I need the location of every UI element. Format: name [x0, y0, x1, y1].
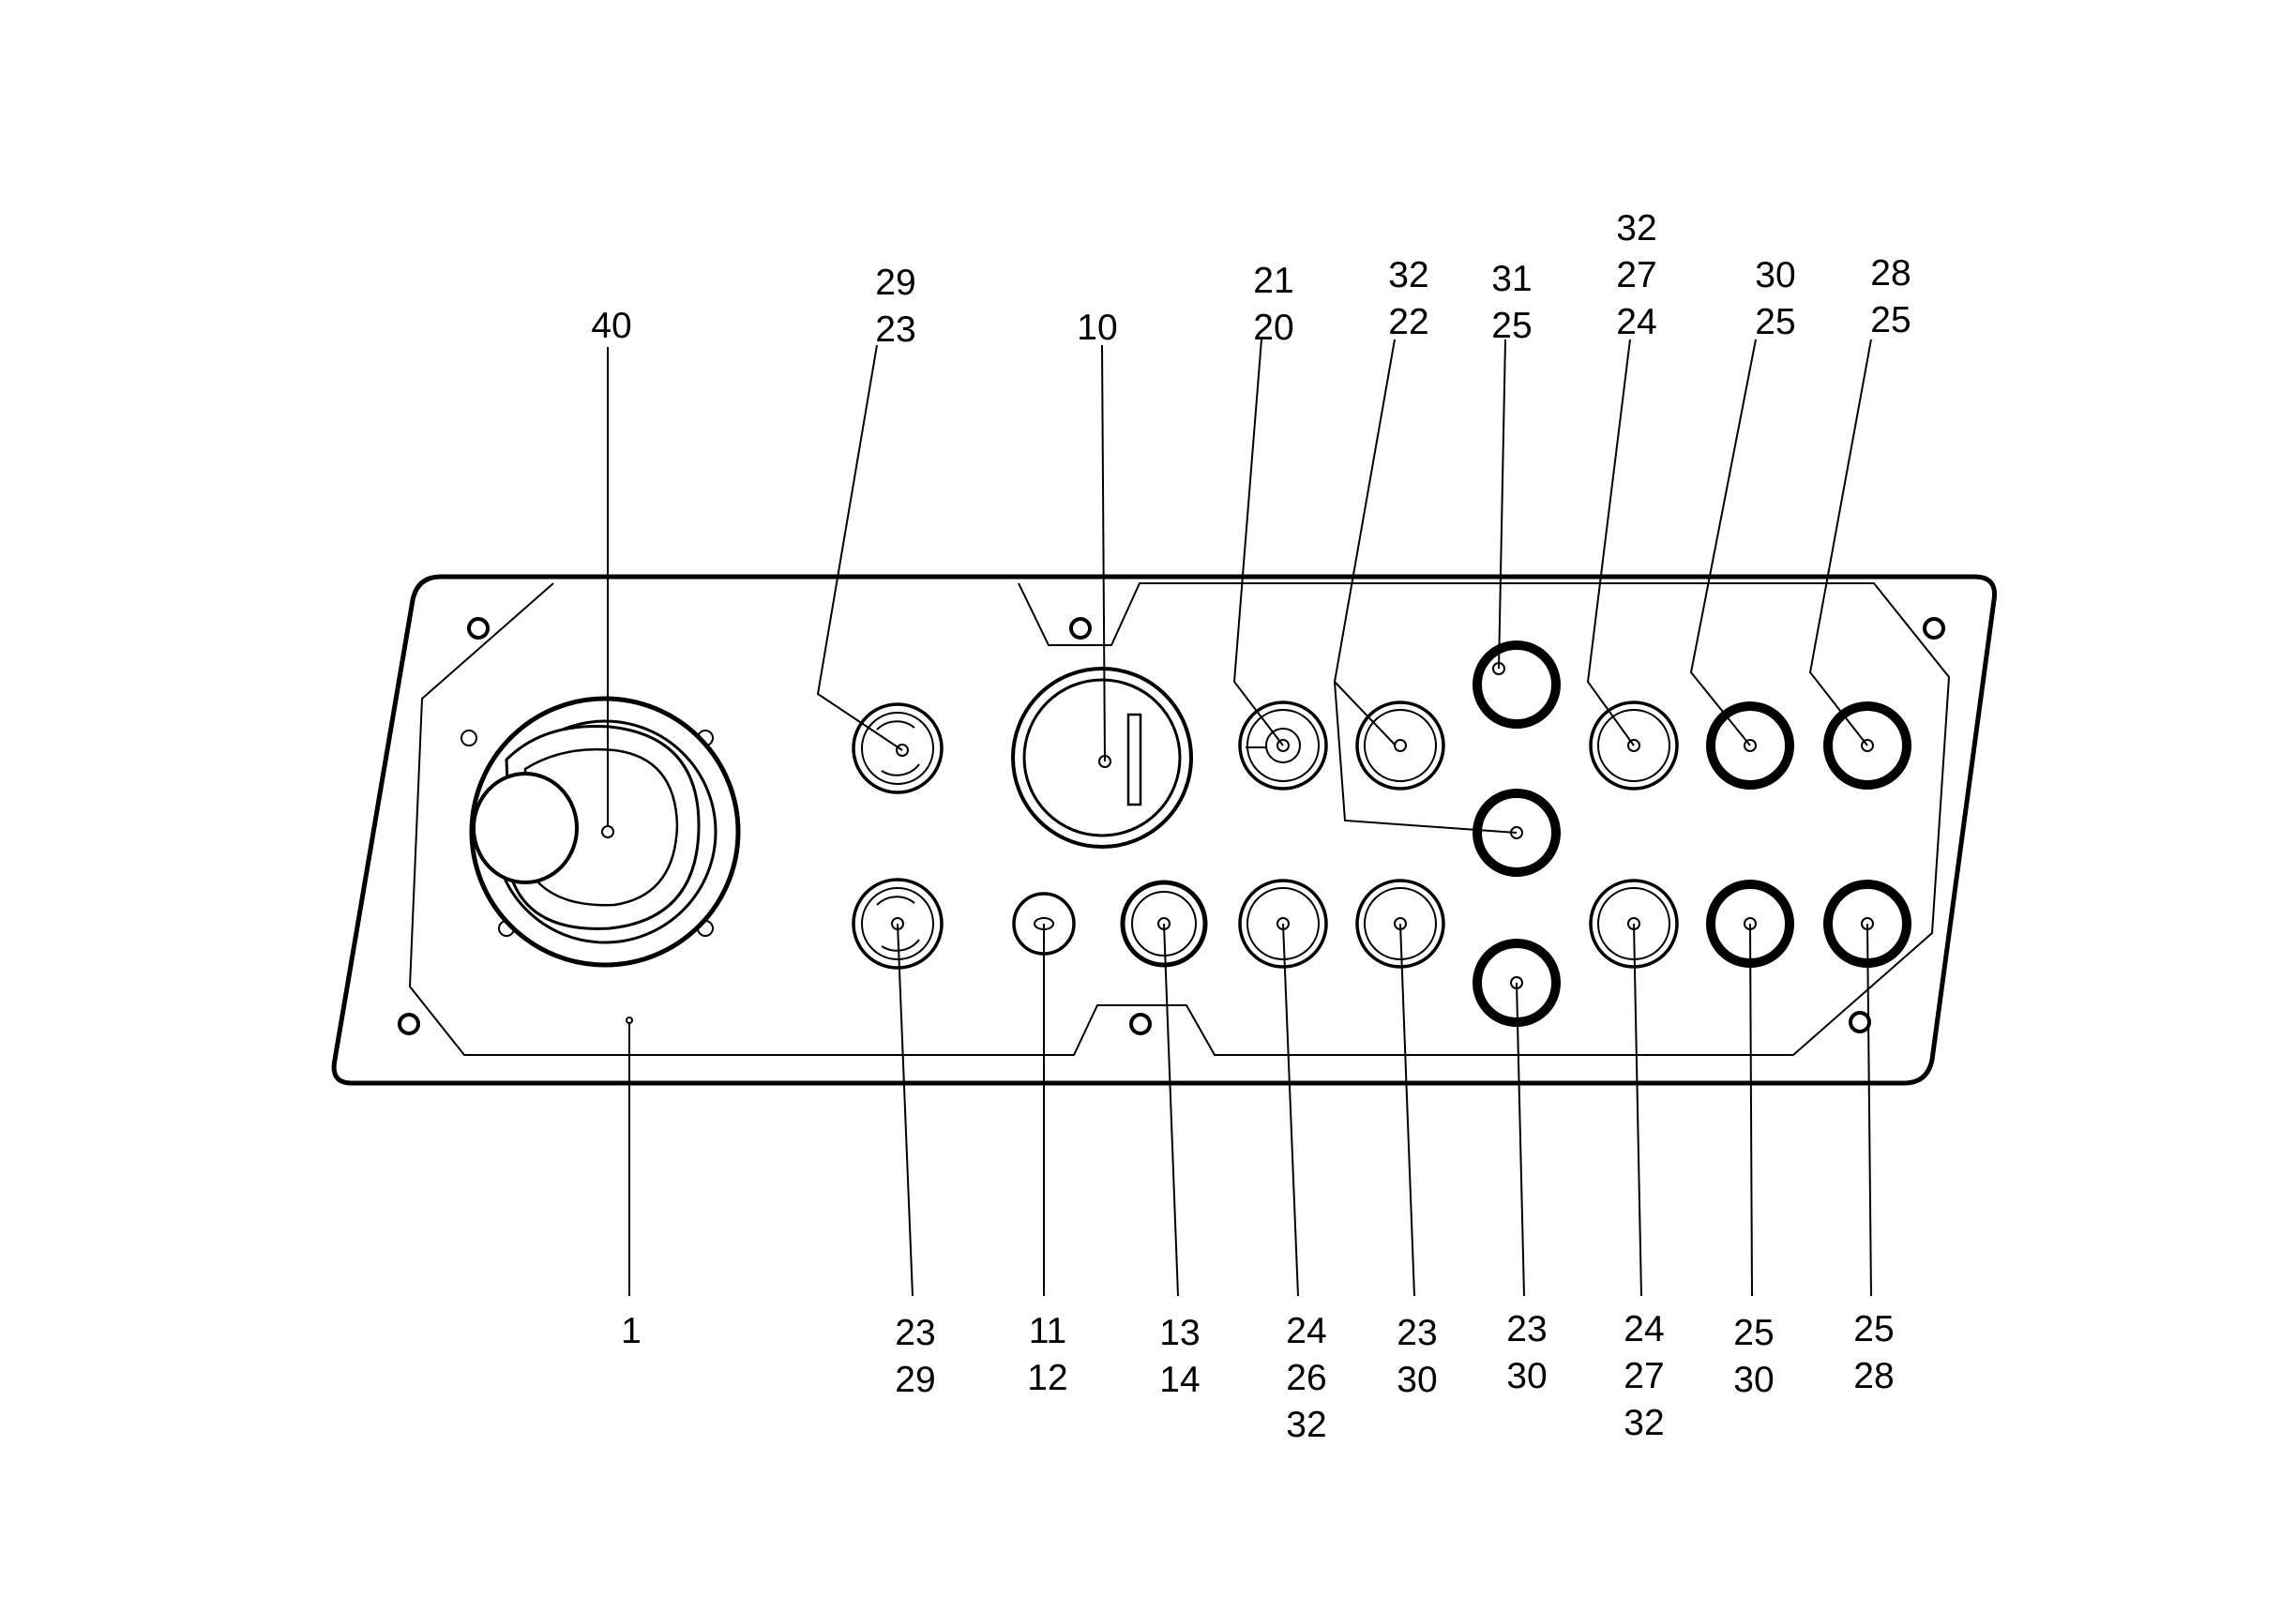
- callout-bottom-left-knob-2: 29: [895, 1360, 935, 1400]
- leader-lines: [607, 339, 1872, 1297]
- callout-top-knob-e-2: 25: [1870, 300, 1911, 340]
- callout-bottom-knob-thick-2: 30: [1506, 1356, 1547, 1396]
- callout-small-button-2: 12: [1027, 1358, 1067, 1398]
- callout-bottom-knob-d-2: 30: [1733, 1360, 1774, 1400]
- callout-button-13-1: 13: [1159, 1313, 1200, 1353]
- callout-top-knob-thick-2: 25: [1491, 306, 1532, 346]
- callout-button-13-2: 14: [1159, 1360, 1200, 1400]
- callout-top-knob-e-1: 28: [1870, 253, 1911, 294]
- callout-joystick: 40: [591, 306, 631, 346]
- callout-base-panel: 1: [621, 1311, 642, 1351]
- callout-top-knob-a-1: 21: [1253, 261, 1293, 301]
- mounting-hole: [398, 1013, 420, 1035]
- knob-thick-top-31-25: [1473, 640, 1561, 729]
- callout-bottom-knob-c-3: 32: [1624, 1403, 1664, 1443]
- callout-top-knob-c-3: 24: [1616, 302, 1656, 342]
- callout-bottom-knob-a-1: 24: [1286, 1311, 1326, 1351]
- callout-top-knob-thick-1: 31: [1491, 259, 1532, 299]
- mounting-hole: [1129, 1013, 1152, 1035]
- callout-bottom-left-knob-1: 23: [895, 1313, 935, 1353]
- callout-bottom-knob-e-1: 25: [1853, 1309, 1894, 1349]
- callout-bottom-knob-b-2: 30: [1397, 1360, 1437, 1400]
- callout-top-knob-d-1: 30: [1755, 255, 1795, 295]
- joystick: [461, 696, 741, 968]
- selector-knob-top-left: [852, 702, 944, 794]
- callout-bottom-knob-e-2: 28: [1853, 1356, 1894, 1396]
- key-switch: [1011, 667, 1193, 849]
- callout-bottom-knob-c-1: 24: [1624, 1309, 1664, 1349]
- callout-small-button-1: 11: [1029, 1311, 1067, 1351]
- callout-top-left-knob-1: 29: [875, 263, 915, 303]
- mounting-hole: [467, 617, 490, 640]
- callout-bottom-knob-a-2: 26: [1286, 1358, 1326, 1398]
- callout-bottom-knob-thick-1: 23: [1506, 1309, 1547, 1349]
- callout-bottom-knob-a-3: 32: [1286, 1405, 1326, 1445]
- callout-top-knob-a-2: 20: [1253, 308, 1293, 348]
- callout-top-knob-b-2: 22: [1388, 302, 1428, 342]
- mounting-hole: [1069, 617, 1092, 640]
- callout-top-knob-c-1: 32: [1616, 208, 1656, 249]
- callout-top-knob-c-2: 27: [1616, 255, 1656, 295]
- callout-top-left-knob-2: 23: [875, 309, 915, 350]
- knob-top-32-22: [1355, 701, 1445, 791]
- mounting-hole: [1849, 1011, 1871, 1033]
- callout-bottom-knob-b-1: 23: [1397, 1313, 1437, 1353]
- panel-outline: [331, 574, 1998, 1086]
- callout-bottom-knob-d-1: 25: [1733, 1313, 1774, 1353]
- callout-top-knob-b-1: 32: [1388, 255, 1428, 295]
- mounting-hole: [1923, 617, 1945, 640]
- callout-top-knob-d-2: 25: [1755, 302, 1795, 342]
- callout-key-switch: 10: [1077, 308, 1117, 348]
- panel-inner-outline: [408, 582, 1951, 1056]
- callout-bottom-knob-c-2: 27: [1624, 1356, 1664, 1396]
